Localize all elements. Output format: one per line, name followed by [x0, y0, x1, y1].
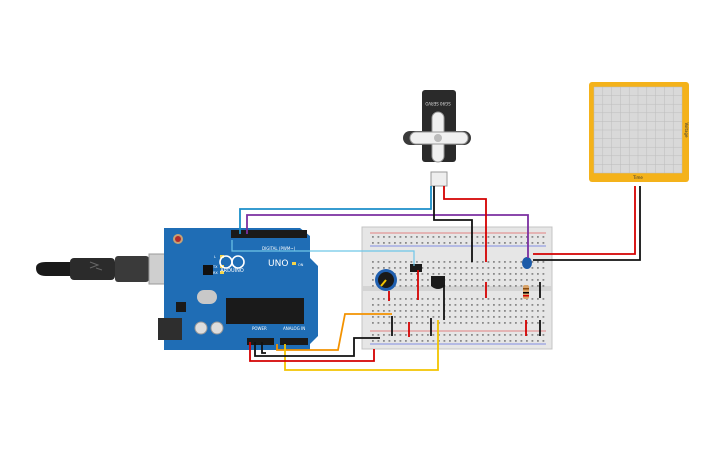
wire-red-servo: [443, 186, 487, 254]
wire-purple: [246, 214, 529, 258]
wires: [231, 186, 641, 371]
resistor[interactable]: [523, 285, 529, 299]
led-label-tx: TX: [212, 265, 218, 269]
temperature-sensor[interactable]: [431, 276, 445, 289]
scope-time-label: Time: [632, 175, 643, 180]
wire-orange: [276, 313, 392, 351]
led-label-rx: RX: [213, 271, 218, 275]
on-label: ON: [298, 263, 304, 267]
usb-cable[interactable]: [36, 253, 178, 285]
wire-red-5v: [249, 342, 375, 362]
digital-label: DIGITAL (PWM~): [262, 246, 296, 251]
scope-voltage-label: Voltage: [684, 122, 689, 138]
power-label: POWER: [252, 326, 267, 331]
wire-black-servo: [433, 186, 473, 252]
potentiometer[interactable]: [375, 269, 397, 291]
led-label-l: L: [214, 255, 216, 259]
analog-label: ANALOG IN: [283, 326, 305, 331]
arduino-model: UNO: [268, 259, 288, 269]
wire-blue: [239, 186, 432, 234]
arduino-brand: ARDUINO: [220, 268, 244, 274]
wire-lightblue: [231, 240, 415, 266]
arduino-uno[interactable]: ARDUINO UNO DIGITAL (PWM~) POWER ANALOG …: [158, 228, 318, 350]
wire-black-gnd: [254, 337, 380, 357]
wire-red-scope: [533, 186, 636, 255]
slide-switch[interactable]: [410, 264, 422, 272]
servo-motor[interactable]: SG90 SERVO: [403, 90, 471, 187]
oscilloscope-grid: [593, 86, 683, 174]
wire-black-scope: [533, 186, 641, 261]
oscilloscope[interactable]: Time Voltage: [589, 82, 689, 182]
led[interactable]: [522, 257, 532, 269]
servo-label: SG90 SERVO: [425, 101, 450, 106]
wire-black-ard: [261, 342, 266, 354]
wire-yellow: [284, 320, 439, 371]
breadboard[interactable]: [361, 226, 553, 350]
breadboard-holes: [372, 236, 545, 342]
